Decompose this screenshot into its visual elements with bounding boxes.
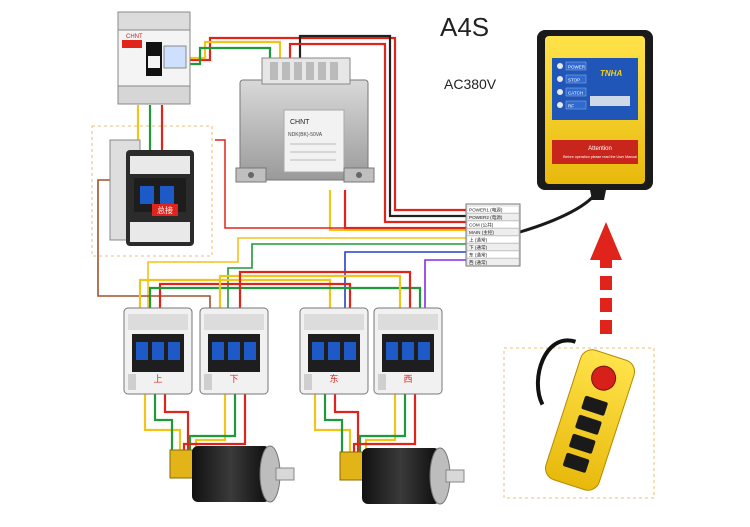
led-indicator-icon [557, 102, 563, 108]
terminal-row-label: 西 (通常) [469, 259, 488, 266]
led-indicator-icon [557, 76, 563, 82]
remote-button-1 [581, 395, 608, 416]
led-indicator-icon [557, 89, 563, 95]
contactor-label: 西 [403, 374, 412, 384]
terminal-row-label: COM (公共) [469, 222, 494, 229]
circuit-breaker: CHNT [117, 11, 191, 105]
led-label-box [565, 100, 587, 110]
led-label: POWER [568, 65, 586, 70]
terminal-row-label: 东 (通常) [469, 252, 488, 259]
contactor-label: 上 [153, 374, 162, 384]
remote-frame [503, 347, 655, 499]
contactor-label: 下 [229, 374, 238, 384]
model-title: A4S [440, 12, 490, 42]
terminal-row-label: POWER1 (电源) [469, 207, 503, 214]
transformer-brand: CHNT [290, 119, 310, 126]
led-indicator-icon [557, 63, 563, 69]
contactor-label: 东 [329, 373, 338, 384]
terminal-row [466, 258, 520, 266]
remote-button-2 [575, 414, 602, 435]
receiver-brand: TNHA [600, 69, 622, 78]
terminal-row-label: 上 (通常) [469, 237, 488, 244]
terminal-row-label: MAIN (主控) [469, 229, 494, 236]
contactor-3: 东 [299, 307, 369, 395]
breaker-brand: CHNT [126, 34, 143, 40]
terminal-row-label: POWER2 (电源) [469, 214, 503, 221]
led-label: STOP [568, 78, 580, 83]
wires [97, 34, 600, 452]
receiver-unit: TNHA POWER STOP CATCH RF Attention Before o… [537, 30, 653, 200]
led-label-box [565, 87, 587, 97]
remote-pendant [535, 338, 636, 491]
main-contactor-frame [91, 125, 213, 257]
terminal-row [466, 205, 520, 214]
terminal-row [466, 220, 520, 229]
contactor-2: 下 [199, 307, 269, 395]
contactor-1: 上 [123, 307, 193, 395]
led-label: CATCH [568, 91, 583, 96]
terminal-row-label: 下 (通常) [469, 244, 488, 251]
terminal-row [466, 235, 520, 244]
breaker-indicator-icon [122, 40, 142, 48]
receiver-display [590, 96, 630, 106]
terminal-row [466, 228, 520, 236]
led-label: RF [568, 104, 574, 109]
motor-2 [339, 447, 465, 505]
receiver-warning-text: Before operation please read the User Ma… [563, 155, 637, 159]
main-contactor: 总接 [109, 139, 194, 246]
terminal-row [466, 243, 520, 251]
transformer-model: NDK(BK)-50VA [288, 132, 323, 138]
terminal-block: POWER1 (电源)POWER2 (电源)COM (公共)MAIN (主控)上… [465, 203, 521, 267]
remote-button-3 [569, 433, 596, 454]
motor-1 [169, 445, 295, 503]
receiver-warning-title: Attention [588, 146, 612, 152]
contactor-4: 西 [373, 307, 443, 395]
signal-arrow-icon [590, 222, 622, 334]
transformer: CHNT NDK(BK)-50VA [235, 57, 375, 183]
main-contactor-label: 总接 [157, 205, 173, 215]
terminal-row [466, 250, 520, 259]
emergency-stop-icon [591, 365, 617, 391]
terminal-row [466, 213, 520, 221]
voltage-label: AC380V [444, 76, 497, 92]
remote-button-4 [563, 452, 590, 473]
led-label-box [565, 61, 587, 71]
led-label-box [565, 74, 587, 84]
